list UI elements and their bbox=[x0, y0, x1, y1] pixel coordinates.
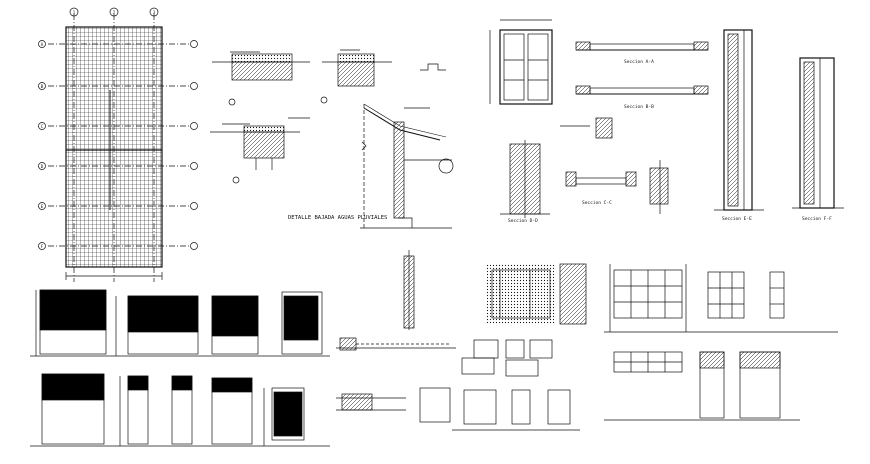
section-c-label: Seccion C-C bbox=[582, 200, 612, 206]
section-c-c bbox=[565, 160, 669, 214]
axis-label-e: E bbox=[41, 204, 44, 209]
section-f-f bbox=[792, 57, 844, 209]
column-footing bbox=[336, 250, 456, 411]
axis-label-c: C bbox=[41, 124, 44, 129]
gutter-detail bbox=[360, 103, 454, 229]
axis-label-a: A bbox=[41, 42, 44, 47]
section-a-label: Seccion A-A bbox=[624, 59, 654, 65]
section-a-a bbox=[575, 41, 709, 51]
axis-label-2: 2 bbox=[113, 10, 116, 15]
section-b-label: Seccion B-B bbox=[624, 104, 654, 110]
axis-bubble-3 bbox=[149, 7, 159, 17]
axis-label-b: B bbox=[41, 84, 44, 89]
section-d-label: Seccion D-D bbox=[508, 218, 538, 224]
door-elevation bbox=[489, 19, 553, 105]
rebar-detail bbox=[419, 263, 587, 431]
section-jamb bbox=[500, 140, 550, 218]
section-f-label: Seccion F-F bbox=[802, 216, 832, 222]
axis-label-3: 3 bbox=[153, 10, 156, 15]
axis-label-d: D bbox=[41, 164, 44, 169]
gutter-detail-title: DETALLE BAJADA AGUAS PLUVIALES bbox=[288, 215, 387, 221]
axis-bubble-2 bbox=[109, 7, 119, 17]
panel-elevations bbox=[30, 289, 330, 447]
section-e-e bbox=[714, 29, 764, 211]
floor-plan bbox=[38, 7, 198, 282]
axis-label-1: 1 bbox=[73, 10, 76, 15]
window-elevations bbox=[604, 264, 838, 421]
section-e-label: Seccion E-E bbox=[722, 216, 752, 222]
axis-bubble-1 bbox=[69, 7, 79, 17]
section-b-b bbox=[560, 85, 709, 139]
detail-profiles bbox=[210, 49, 446, 184]
axis-label-f: F bbox=[41, 244, 44, 249]
